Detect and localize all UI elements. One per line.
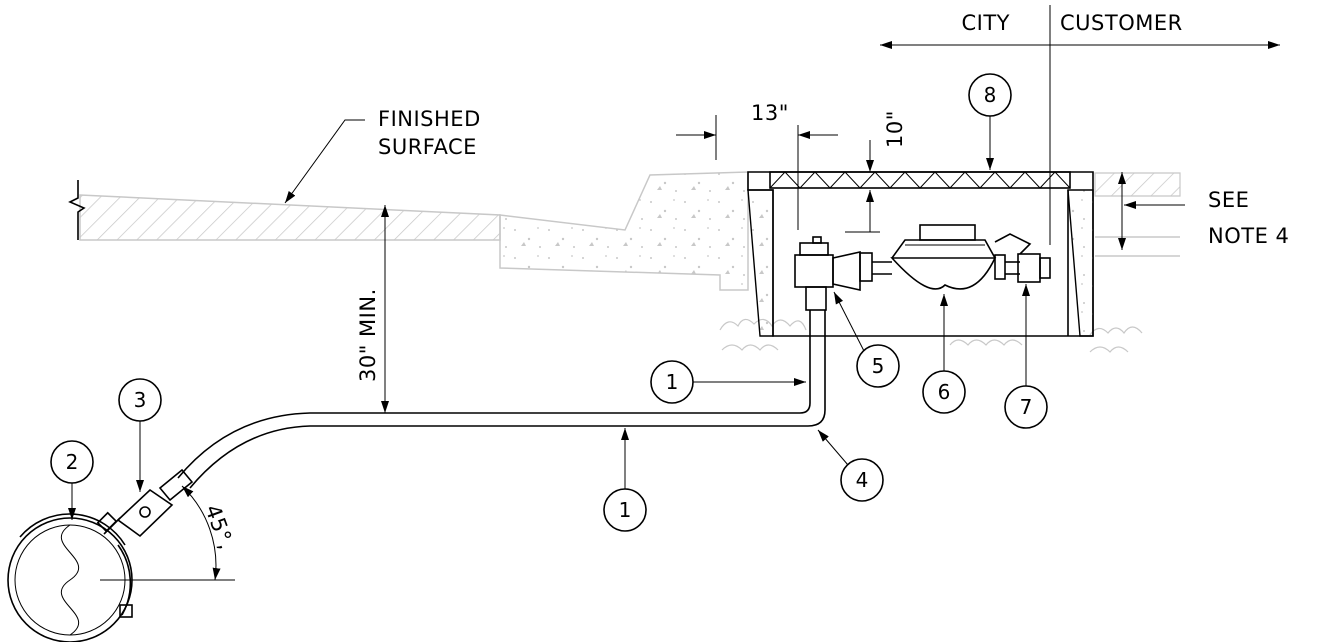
- callout-5-label: 5: [872, 354, 885, 378]
- dim-10: 10": [845, 110, 907, 233]
- callout-8-label: 8: [984, 83, 997, 107]
- corporation-stop: [103, 468, 194, 538]
- finished-surface-leader: FINISHED SURFACE: [284, 107, 481, 204]
- dim-30-min: 30" MIN.: [356, 205, 389, 413]
- callout-3-label: 3: [134, 388, 147, 412]
- callout-1a-label: 1: [666, 370, 679, 394]
- callout-7: 7: [1004, 284, 1048, 429]
- dim-13: 13": [676, 101, 838, 230]
- callout-2-label: 2: [66, 450, 79, 474]
- callout-8: 8: [968, 73, 1012, 170]
- dim-30-min-label: 30" MIN.: [356, 288, 380, 382]
- callout-7-label: 7: [1020, 395, 1033, 419]
- callout-2: 2: [50, 440, 94, 520]
- callout-4: 4: [817, 429, 884, 502]
- callout-1b-label: 1: [619, 498, 632, 522]
- property-line: CITY CUSTOMER: [880, 5, 1280, 245]
- finished-surface-label-2: SURFACE: [378, 135, 477, 159]
- callout-1a: 1: [650, 360, 806, 404]
- finished-surface-label-1: FINISHED: [378, 107, 481, 131]
- dim-13-label: 13": [751, 101, 789, 125]
- callout-6-label: 6: [938, 380, 951, 404]
- callout-1b: 1: [603, 428, 647, 532]
- dual-check-valve: [994, 233, 1051, 283]
- dim-10-label: 10": [883, 110, 907, 148]
- meter-box: [747, 171, 1094, 337]
- angle-45-label: 45°,: [200, 502, 238, 553]
- see-note-label-2: NOTE 4: [1208, 224, 1289, 248]
- water-meter: [872, 224, 1020, 290]
- city-label: CITY: [961, 11, 1010, 35]
- angle-meter-valve: [794, 236, 873, 311]
- see-note-label-1: SEE: [1208, 188, 1249, 212]
- service-pipe: [177, 310, 826, 489]
- callout-6: 6: [922, 294, 966, 414]
- callout-4-label: 4: [856, 468, 869, 492]
- ground-hatch: [79, 172, 1181, 257]
- meter-box-lid: [769, 171, 1071, 189]
- curb-gutter: [499, 171, 749, 291]
- customer-label: CUSTOMER: [1060, 11, 1183, 35]
- see-note-dim: SEE NOTE 4: [1118, 172, 1289, 250]
- callout-3: 3: [118, 378, 162, 492]
- break-line: [68, 180, 86, 240]
- callout-5: 5: [833, 291, 900, 388]
